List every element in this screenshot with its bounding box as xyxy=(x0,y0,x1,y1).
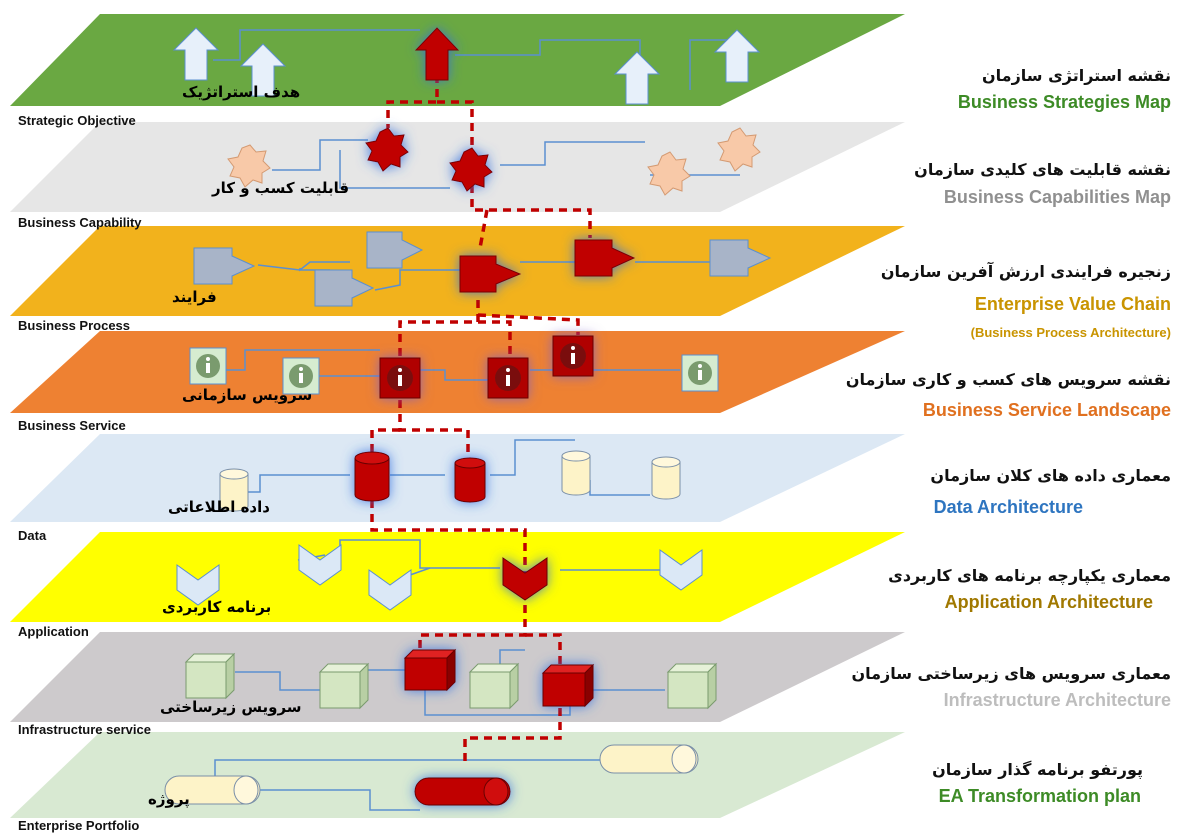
process-chevron-icon xyxy=(459,255,522,293)
layer-right-en: Data Architecture xyxy=(933,497,1083,517)
cube-icon xyxy=(184,652,236,700)
chevron-down-icon xyxy=(176,564,220,606)
layer-en-label: Business Capability xyxy=(18,215,142,230)
star-icon xyxy=(365,127,409,172)
layer-right-fa: نقشه قابلیت های کلیدی سازمان xyxy=(914,160,1171,179)
cylinder-icon xyxy=(651,456,681,500)
cylinder-icon xyxy=(354,451,390,502)
layer-right-en: EA Transformation plan xyxy=(938,786,1141,806)
star-icon xyxy=(647,151,691,196)
chevron-down-icon xyxy=(659,549,703,591)
up-arrow-icon xyxy=(414,27,460,81)
cube-icon xyxy=(318,662,370,710)
process-chevron-icon xyxy=(709,239,772,277)
info-icon xyxy=(379,357,421,399)
layer-en-label: Enterprise Portfolio xyxy=(18,818,139,833)
up-arrow-icon xyxy=(172,27,220,81)
layer-right-fa: معماری داده های کلان سازمان xyxy=(930,466,1171,485)
layer-fa-label: داده اطلاعاتی xyxy=(168,498,270,516)
layer-en-label: Business Process xyxy=(18,318,130,333)
layer7-cubes xyxy=(184,648,718,710)
cylinder-icon xyxy=(561,450,591,496)
star-icon xyxy=(449,147,493,192)
pipe-icon xyxy=(414,777,511,806)
layer-en-label: Infrastructure service xyxy=(18,722,151,737)
layer-fa-label: قابلیت کسب و کار xyxy=(211,179,349,197)
layer-fa-label: سرویس زیرساختی xyxy=(160,698,302,716)
layer4-info xyxy=(189,335,719,399)
chevron-down-icon xyxy=(298,544,342,586)
layer-fa-label: هدف استراتژیک xyxy=(182,83,300,101)
layer-plane-strategy xyxy=(10,14,905,106)
layer-right-sub: (Business Process Architecture) xyxy=(970,325,1171,340)
layer5-cylinders xyxy=(219,450,681,512)
info-icon xyxy=(681,354,719,392)
layer-right-en: Enterprise Value Chain xyxy=(974,294,1171,314)
layer-right-en: Application Architecture xyxy=(944,592,1153,612)
layer-right-fa: نقشه سرویس های کسب و کاری سازمان xyxy=(845,370,1171,389)
layer-en-label: Data xyxy=(18,528,47,543)
layer-plane-infrastructure xyxy=(10,632,905,722)
up-arrow-icon xyxy=(713,29,761,83)
cube-icon xyxy=(666,662,718,710)
info-icon xyxy=(282,357,320,395)
star-icon xyxy=(717,127,761,172)
process-chevron-icon xyxy=(366,231,424,269)
layer-right-en: Infrastructure Architecture xyxy=(943,690,1171,710)
layer-right-fa: نقشه استراتژی سازمان xyxy=(982,66,1171,85)
cylinder-icon xyxy=(454,457,486,503)
layer-en-label: Strategic Objective xyxy=(18,113,136,128)
chevron-down-icon xyxy=(502,557,548,601)
chevron-down-icon xyxy=(368,569,412,611)
layer-right-fa: معماری یکپارچه برنامه های کاربردی xyxy=(888,566,1171,585)
layer6-chevrons xyxy=(176,544,703,611)
connector-lines xyxy=(213,29,740,811)
up-arrow-icon xyxy=(613,51,661,105)
layer-plane-service xyxy=(10,331,905,413)
red-dashed-path xyxy=(370,75,592,765)
layer-right-fa: زنجیره فرایندی ارزش آفرین سازمان xyxy=(880,262,1171,281)
pipe-icon xyxy=(599,744,699,774)
layer-right-en: Business Service Landscape xyxy=(922,400,1171,420)
layer-en-label: Business Service xyxy=(18,418,126,433)
process-chevron-icon xyxy=(193,247,256,285)
layer-fa-label: سرویس سازمانی xyxy=(182,386,312,404)
cylinder-icon xyxy=(219,468,249,512)
info-icon xyxy=(189,347,227,385)
process-chevron-icon xyxy=(314,269,375,307)
pipe-icon xyxy=(164,775,261,805)
up-arrow-icon xyxy=(239,43,287,97)
layer-fa-label: برنامه کاربردی xyxy=(162,598,271,616)
layer-plane-process xyxy=(10,226,905,316)
layer8-pipes xyxy=(164,744,699,806)
layer-plane-application xyxy=(10,532,905,622)
layer2-stars xyxy=(227,127,761,196)
process-chevron-icon xyxy=(574,239,636,277)
layer-right-en: Business Capabilities Map xyxy=(943,187,1171,207)
layer3-process xyxy=(193,231,772,307)
layer-en-label: Application xyxy=(18,624,89,639)
cube-icon xyxy=(468,662,520,710)
info-icon xyxy=(552,335,594,377)
layer-right-fa: معماری سرویس های زیرساختی سازمان xyxy=(851,664,1171,683)
layer-right-en: Business Strategies Map xyxy=(957,92,1171,112)
layer-fa-label: فرایند xyxy=(172,288,217,306)
info-icon xyxy=(487,357,529,399)
star-icon xyxy=(227,144,271,188)
layer1-arrows xyxy=(172,27,761,105)
layer-fa-label: پروژه xyxy=(148,790,190,809)
cube-icon xyxy=(541,663,595,708)
layer-right-fa: پورتفو برنامه گذار سازمان xyxy=(932,760,1143,779)
cube-icon xyxy=(403,648,457,692)
